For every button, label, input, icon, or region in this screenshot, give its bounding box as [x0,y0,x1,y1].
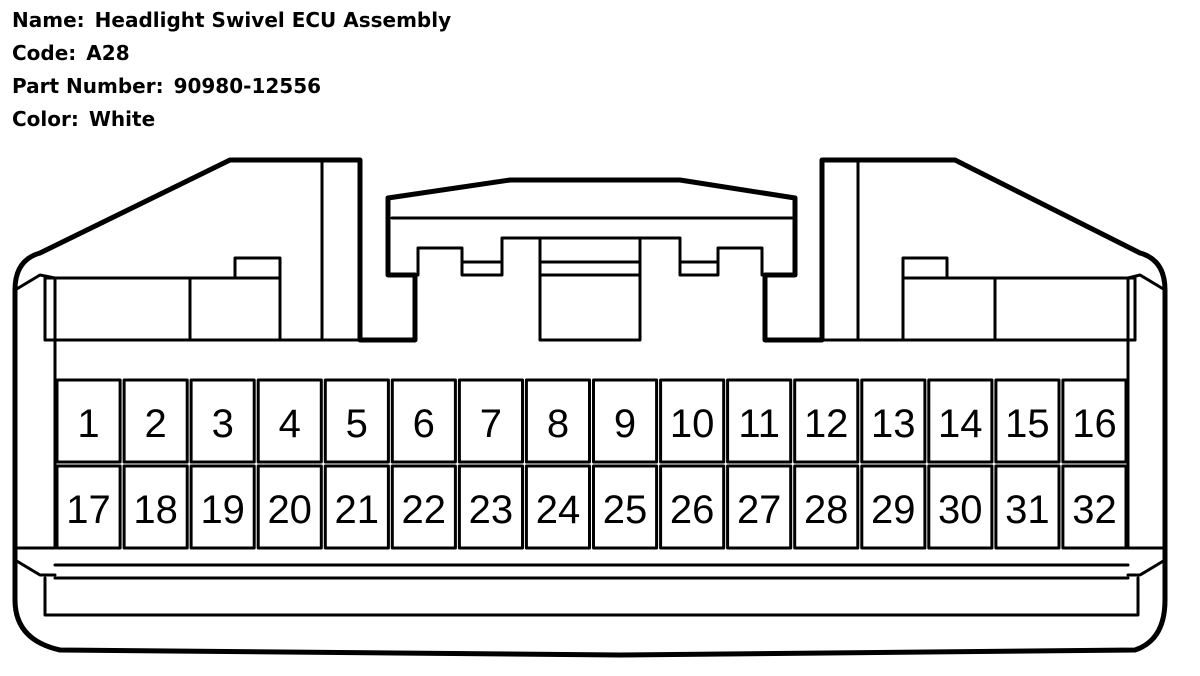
bottom-rail [43,576,1140,617]
pin-9-label: 9 [614,402,636,446]
pin-7-label: 7 [480,402,502,446]
pin-15-label: 15 [1005,402,1050,446]
pin-3-cell [189,378,256,464]
code-row: Code: A28 [12,37,451,70]
pin-27-label: 27 [737,488,782,532]
housing-outline [12,157,1168,658]
pin-16-label: 16 [1072,402,1117,446]
pin-19-cell [189,464,256,550]
pin-26-label: 26 [670,488,715,532]
pin-25-cell [592,464,659,550]
pin-16-cell [1061,378,1128,464]
pin-21-cell [323,464,390,550]
pin-15-cell [994,378,1061,464]
color-label: Color: [12,107,79,131]
pin-20-cell [256,464,323,550]
pin-26-cell [659,464,726,550]
pin-18-label: 18 [133,488,178,532]
pin-21-label: 21 [335,488,380,532]
pin-4-label: 4 [279,402,301,446]
pin-24-cell [524,464,592,550]
pin-8-label: 8 [547,402,569,446]
pin-22-cell [390,464,457,550]
pin-13-cell [860,378,927,464]
pin-24-label: 24 [536,488,581,532]
pin-1-label: 1 [77,402,99,446]
pin-28-cell [793,464,860,550]
pin-11-label: 11 [738,402,780,446]
right-latch [901,256,1137,342]
pin-1-cell [55,378,122,464]
pin-32-label: 32 [1072,488,1117,532]
pin-6-label: 6 [413,402,435,446]
pin-27-cell [726,464,793,550]
pin-32-cell [1061,464,1128,550]
pin-12-cell [793,378,860,464]
pin-5-cell [323,378,390,464]
part-number-value: 90980-12556 [173,74,322,98]
color-row: Color: White [12,103,451,136]
center-lock [390,216,794,342]
pin-14-label: 14 [938,402,983,446]
pin-6-cell [390,378,457,464]
pin-29-cell [860,464,927,550]
pin-28-label: 28 [804,488,849,532]
pin-30-label: 30 [938,488,983,532]
right-side-edge [1126,273,1167,577]
pin-23-cell [457,464,524,550]
pin-10-cell [659,378,726,464]
pin-25-label: 25 [603,488,648,532]
pin-2-cell [122,378,189,464]
pin-22-label: 22 [402,488,447,532]
pin-11-cell [726,378,793,464]
pin-2-label: 2 [144,402,166,446]
left-latch [43,256,282,342]
pin-19-label: 19 [200,488,245,532]
pin-9-cell [592,378,659,464]
pin-29-label: 29 [871,488,916,532]
pin-17-label: 17 [66,488,111,532]
pin-12-label: 12 [804,402,849,446]
pin-20-label: 20 [267,488,312,532]
pin-17-cell [55,464,122,550]
pin-18-cell [122,464,189,550]
code-value: A28 [86,41,130,65]
name-value: Headlight Swivel ECU Assembly [94,8,452,32]
left-side-edge [13,273,57,577]
pin-5-label: 5 [346,402,368,446]
connector-info: Name: Headlight Swivel ECU Assembly Code:… [12,4,451,136]
pin-8-cell [524,378,592,464]
pin-31-cell [994,464,1061,550]
pin-13-label: 13 [871,402,916,446]
name-label: Name: [12,8,85,32]
part-number-row: Part Number: 90980-12556 [12,70,451,103]
part-number-label: Part Number: [12,74,164,98]
pin-3-label: 3 [212,402,234,446]
pin-30-cell [927,464,994,550]
pin-14-cell [927,378,994,464]
code-label: Code: [12,41,77,65]
pin-4-cell [256,378,323,464]
pin-23-label: 23 [469,488,514,532]
color-value: White [88,107,156,131]
pin-31-label: 31 [1005,488,1050,532]
pin-10-label: 10 [670,402,715,446]
name-row: Name: Headlight Swivel ECU Assembly [12,4,451,37]
pin-7-cell [457,378,524,464]
